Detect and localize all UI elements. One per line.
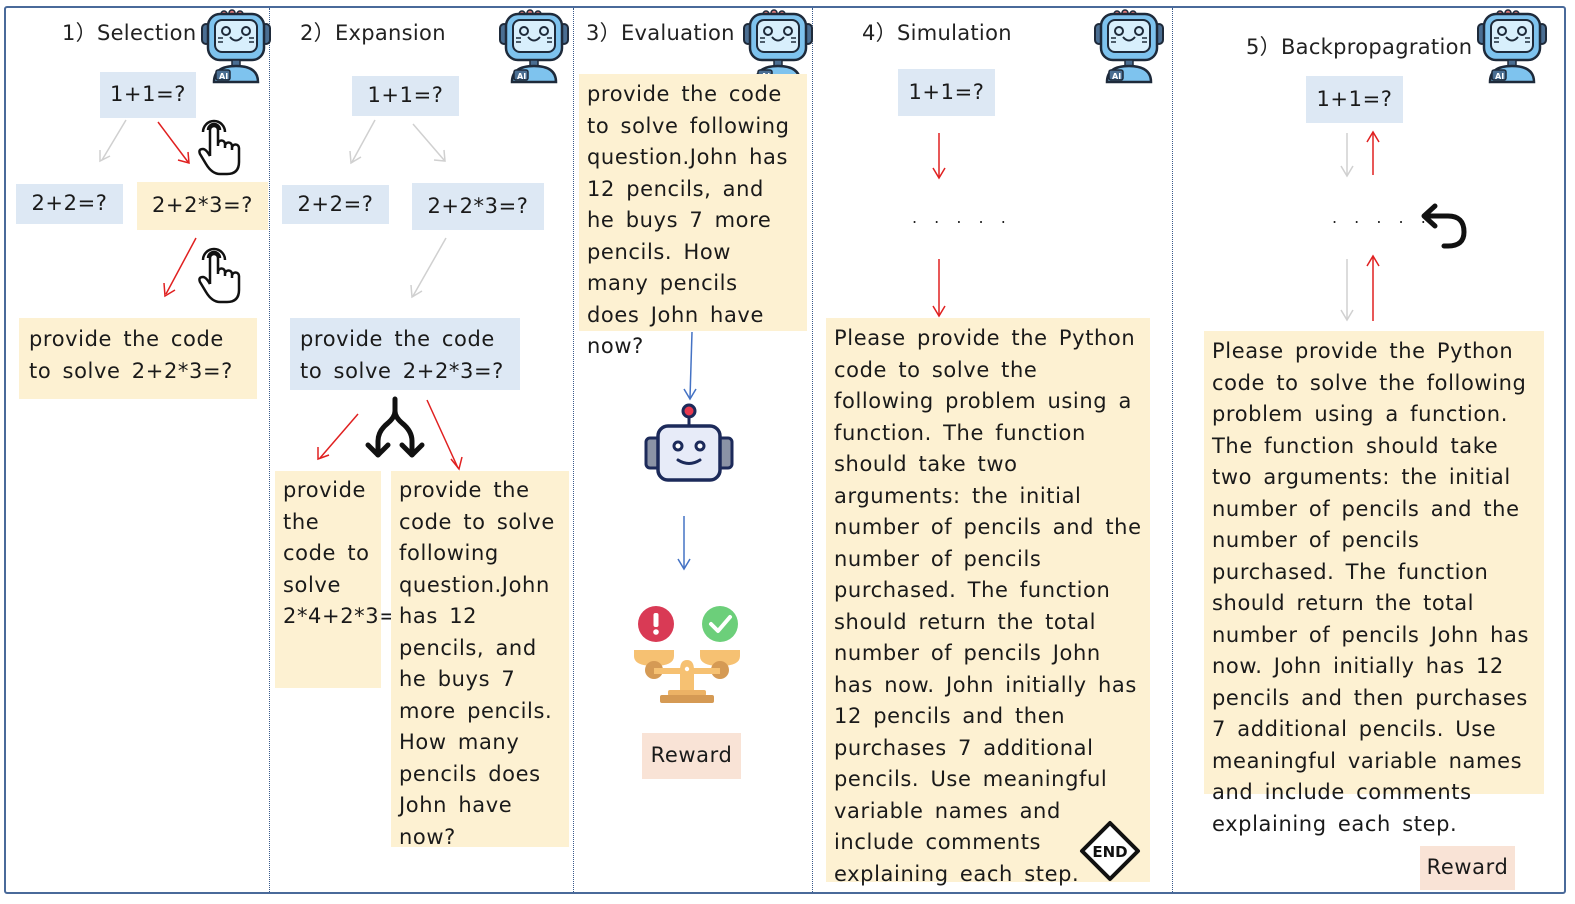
tree-node-expanding: provide the code to solve 2+2*3=? <box>290 318 520 390</box>
undo-arrow-icon <box>1418 202 1474 252</box>
reward-label: Reward <box>1420 846 1515 890</box>
ellipsis: . . . . . <box>1332 208 1432 227</box>
tree-node-child: 2+2=? <box>16 184 123 224</box>
balance-scale-icon <box>634 604 744 706</box>
tree-node-root: 1+1=? <box>352 76 459 116</box>
panel-divider <box>573 8 574 892</box>
ai-robot-icon: AI <box>1093 8 1165 84</box>
ai-robot-icon: AI <box>200 8 272 84</box>
ai-robot-icon: AI <box>742 8 814 84</box>
backpropagated-terminal-node: Please provide the Python code to solve … <box>1204 331 1544 836</box>
tree-node-child: 2+2*3=? <box>412 183 544 230</box>
evaluated-prompt: provide the code to solve following ques… <box>579 74 807 358</box>
hand-pointer-icon <box>194 116 242 178</box>
end-sign-icon: END <box>1078 820 1142 882</box>
ai-robot-icon: AI <box>498 8 570 84</box>
evaluation-arrows <box>677 331 697 571</box>
backprop-arrows <box>1340 130 1380 322</box>
tree-node-root: 1+1=? <box>100 72 196 118</box>
panel-title: 5）Backpropagration <box>1246 35 1473 59</box>
expansion-arrows <box>317 119 463 471</box>
panel-divider <box>1172 8 1173 892</box>
hand-pointer-icon <box>194 244 242 306</box>
tree-node-root: 1+1=? <box>898 69 995 116</box>
selection-arrows <box>99 119 197 298</box>
reward-label: Reward <box>642 733 741 779</box>
ellipsis: . . . . . <box>912 208 1012 227</box>
tree-node-new-child: provide the code to solve 2*4+2*3=? <box>275 471 409 688</box>
tree-node-leaf-selected: provide the code to solve 2+2*3=? <box>19 318 257 399</box>
svg-text:END: END <box>1092 843 1127 861</box>
svg-text:AI: AI <box>517 72 526 81</box>
split-arrow-icon <box>362 396 426 459</box>
svg-text:AI: AI <box>1112 72 1121 81</box>
panel-title: 4）Simulation <box>862 21 1012 45</box>
tree-node-child: 2+2=? <box>282 185 389 224</box>
panel-title: 3）Evaluation <box>586 21 735 45</box>
tree-node-root: 1+1=? <box>1306 76 1403 123</box>
ai-robot-icon: AI <box>1476 8 1548 84</box>
panel-divider <box>812 8 813 892</box>
simulation-arrows <box>932 133 946 318</box>
panel-title: 2）Expansion <box>300 21 446 45</box>
tree-node-child-selected: 2+2*3=? <box>137 182 268 230</box>
evaluator-robot-icon <box>642 402 738 484</box>
diagram-frame <box>4 6 1566 894</box>
panel-title: 1）Selection <box>62 21 197 45</box>
panel-divider <box>269 8 270 892</box>
svg-text:AI: AI <box>1495 72 1504 81</box>
svg-text:AI: AI <box>219 72 228 81</box>
tree-node-new-child: provide the code to solve following ques… <box>391 471 569 847</box>
simulated-terminal-node: Please provide the Python code to solve … <box>826 318 1150 886</box>
